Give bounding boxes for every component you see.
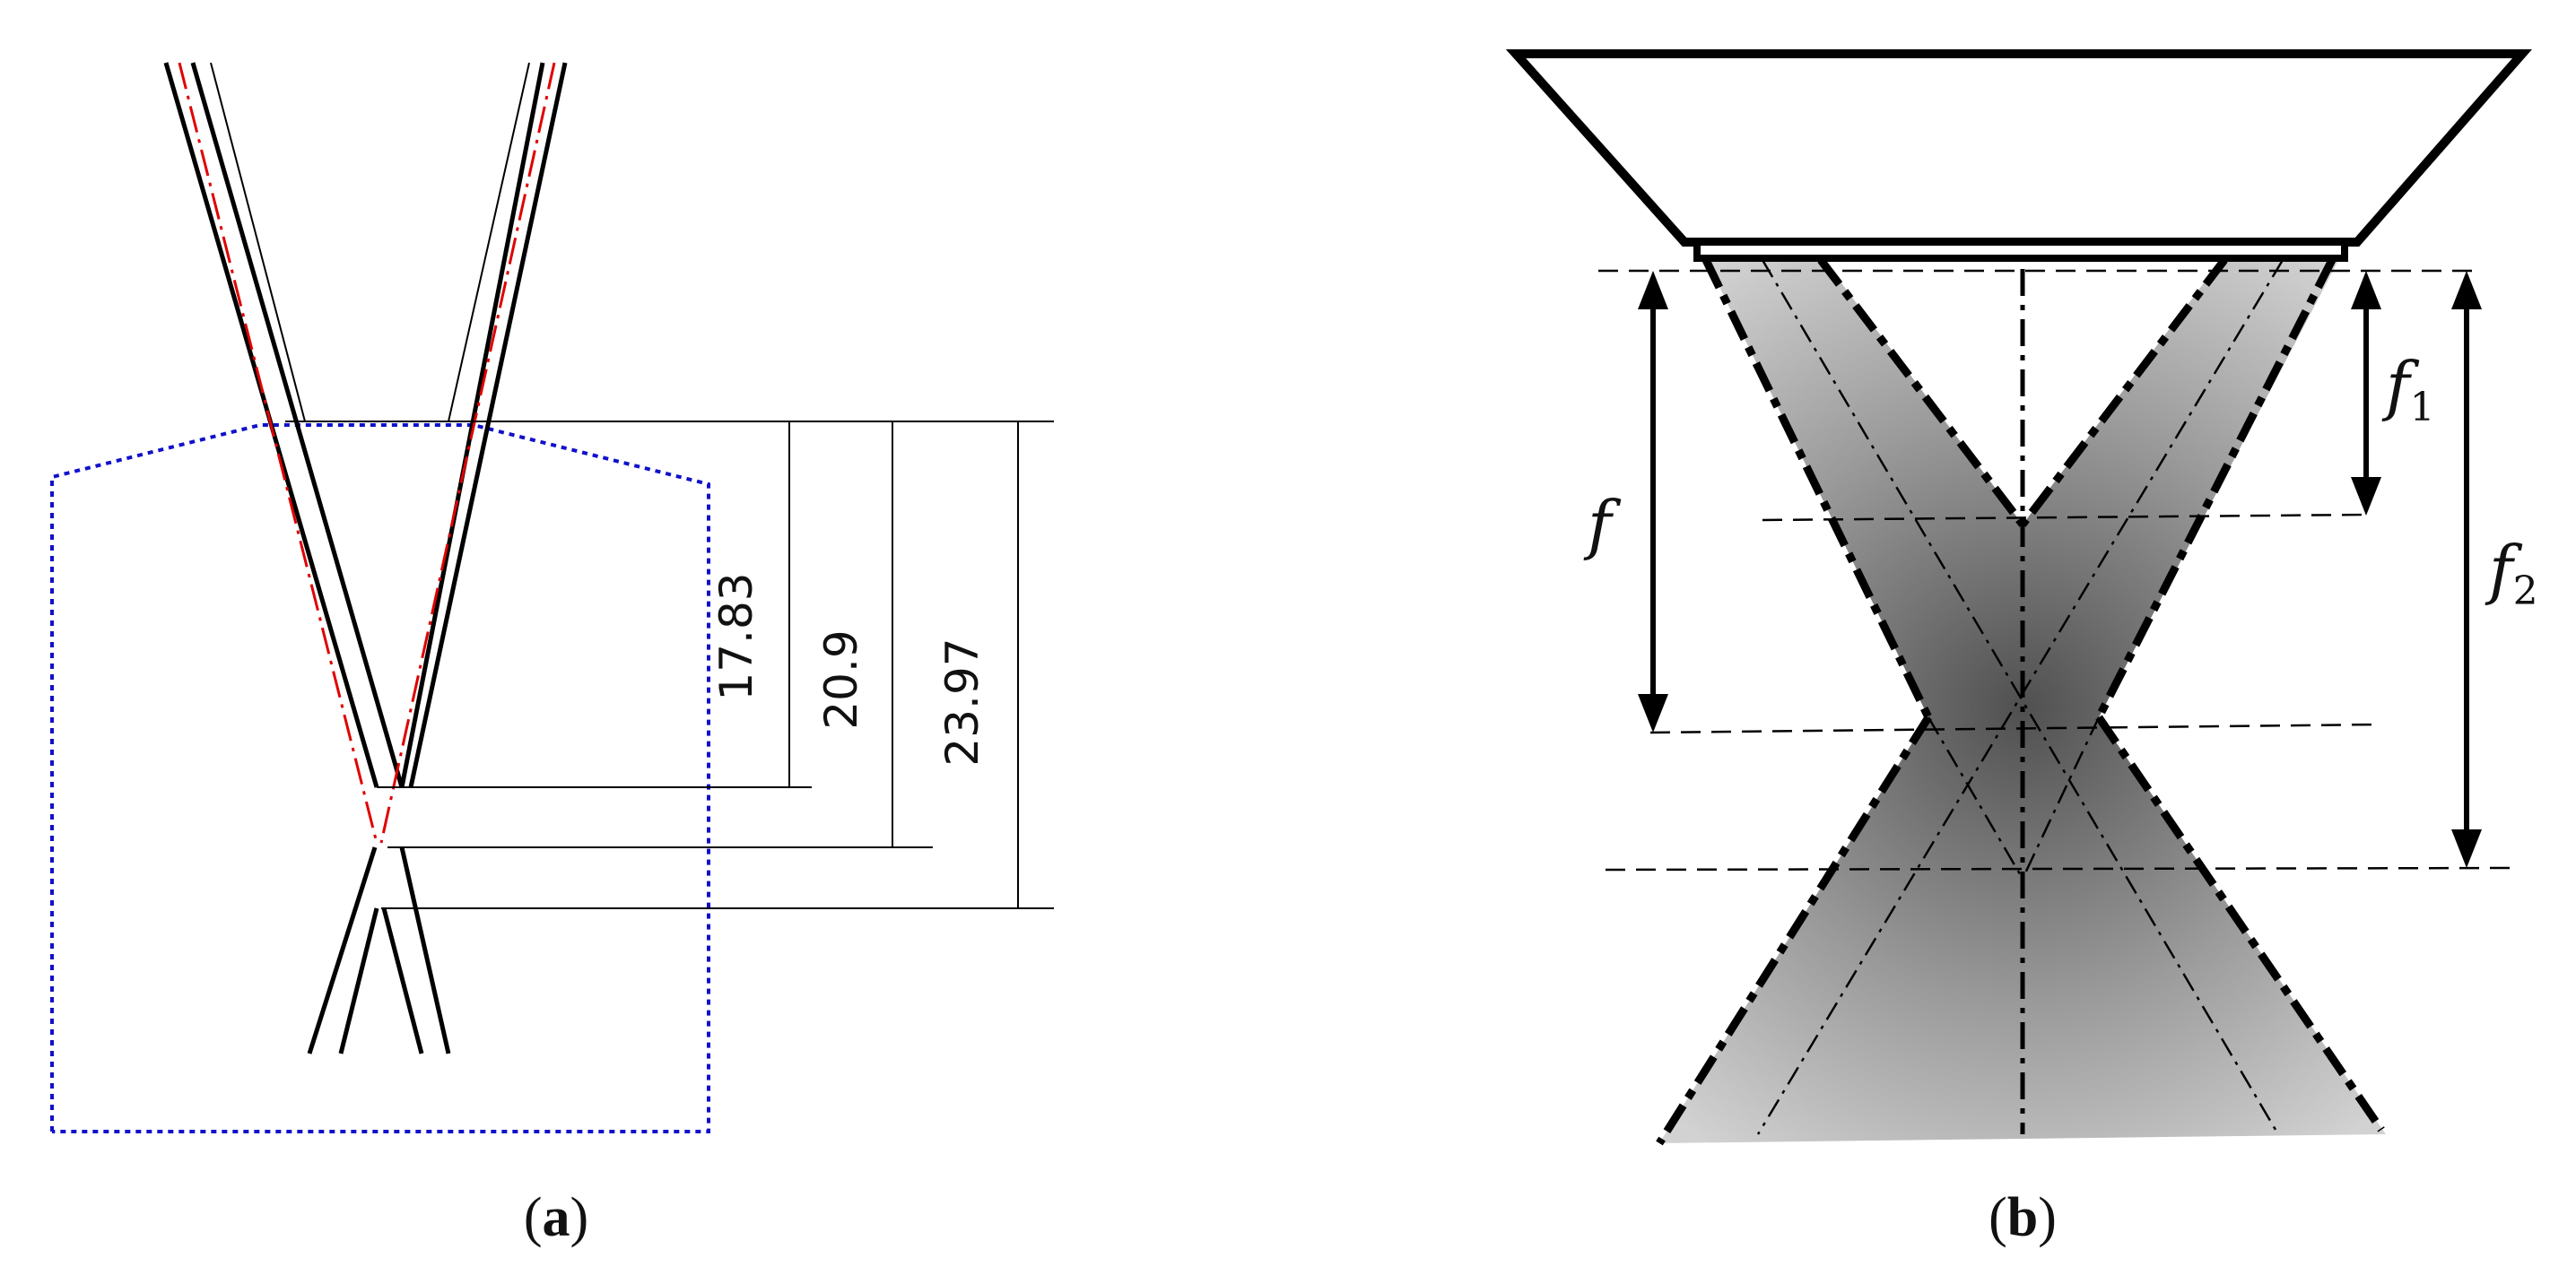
dimension-label-2: 20.9 bbox=[815, 629, 867, 729]
f-dimension-arrow bbox=[1638, 271, 1668, 733]
inner-v-boundaries bbox=[1817, 257, 2228, 527]
reference-lines bbox=[1598, 269, 2517, 872]
lower-jets bbox=[307, 846, 451, 1054]
dimension-lines bbox=[788, 421, 1019, 908]
blue-envelope-outline bbox=[50, 423, 710, 1133]
label-f: f bbox=[1583, 487, 1622, 562]
nozzle-head bbox=[1505, 49, 2533, 247]
panel-b-caption: (b) bbox=[1989, 1187, 2057, 1248]
beam-shaded-region bbox=[1659, 256, 2386, 1143]
red-centerlines bbox=[178, 62, 556, 844]
outer-beam-boundaries bbox=[1656, 257, 2385, 1146]
label-f2: f2 bbox=[2485, 532, 2538, 614]
panel-a-caption: (a) bbox=[524, 1187, 588, 1248]
outer-wall-lines bbox=[210, 62, 530, 422]
left-wall bbox=[163, 62, 405, 788]
panel-a: 17.83 20.9 23.97 (a) bbox=[50, 62, 1054, 1248]
panel-b: f f1 f2 (b) bbox=[1505, 49, 2538, 1248]
f2-dimension-arrow bbox=[2451, 271, 2482, 868]
nozzle-exit-plate bbox=[1693, 239, 2348, 262]
dimension-label-1: 17.83 bbox=[710, 572, 762, 700]
f1-dimension-arrow bbox=[2351, 271, 2381, 516]
label-f1: f1 bbox=[2381, 348, 2435, 430]
dimension-label-3: 23.97 bbox=[936, 638, 988, 766]
right-wall bbox=[399, 62, 568, 788]
